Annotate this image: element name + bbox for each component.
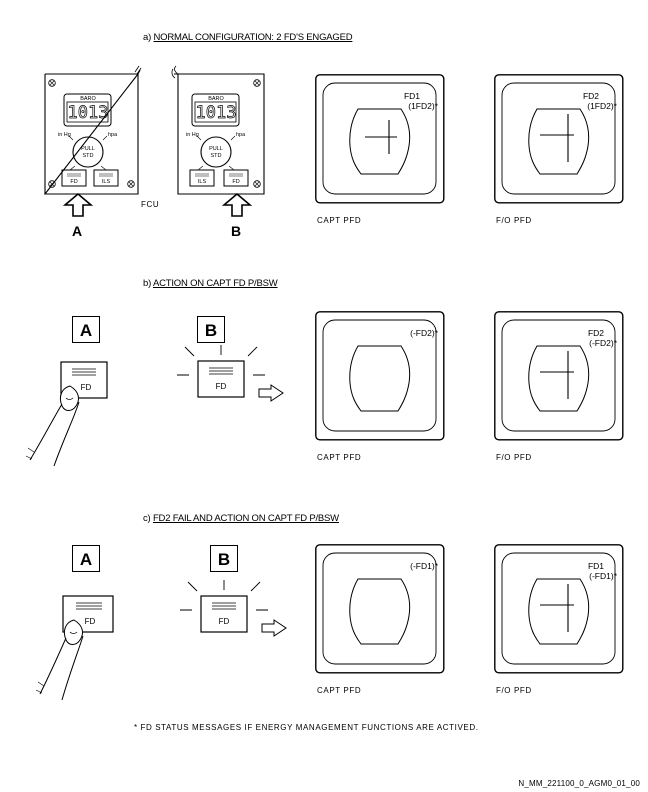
- fcu-right-btn2: FD: [232, 179, 239, 185]
- fcu-left-panel: BARO 1013 in Hg hpa PULL STD FD ILS: [43, 65, 142, 195]
- pushbutton-lit-b-b: FD: [177, 345, 284, 402]
- drawing-reference: N_MM_221100_0_AGM0_01_00: [518, 779, 640, 788]
- fcu-right-btn1: ILS: [198, 179, 207, 185]
- fcu-left-baro: BARO: [80, 96, 96, 102]
- fcu-right-pull: PULL: [209, 146, 223, 152]
- pfd-b-fo: [494, 311, 624, 441]
- pfd-a-fo-line2: (1FD2)*: [587, 101, 617, 111]
- fcu-right-inhg: in Hg: [186, 132, 199, 138]
- box-label-c-a: A: [72, 545, 100, 572]
- pfd-a-capt-caption: CAPT PFD: [317, 216, 362, 225]
- section-a-heading: a) NORMAL CONFIGURATION: 2 FD'S ENGAGED: [143, 32, 353, 43]
- pushbutton-lit-c-b: FD: [180, 580, 287, 637]
- pfd-a-capt-line1: FD1: [403, 91, 420, 101]
- box-label-b-b: B: [197, 316, 225, 343]
- pushbutton-pressed-c-a: FD: [35, 595, 114, 701]
- fcu-left-btn1: FD: [70, 179, 77, 185]
- section-c-title: FD2 FAIL AND ACTION ON CAPT FD P/BSW: [152, 513, 339, 524]
- box-label-b-a: A: [72, 316, 100, 343]
- section-a-prefix: a): [143, 32, 154, 43]
- box-letter-c-a: A: [79, 550, 93, 569]
- section-c-heading: c) FD2 FAIL AND ACTION ON CAPT FD P/BSW: [143, 514, 339, 524]
- fcu-left-hpa: hpa: [108, 132, 118, 138]
- pfd-c-fo: [494, 544, 624, 674]
- footnote: * FD STATUS MESSAGES IF ENERGY MANAGEMEN…: [134, 723, 479, 732]
- pfd-b-fo-line1: FD2: [587, 328, 604, 338]
- pfd-a-fo: [494, 74, 624, 204]
- fcu-left-std: STD: [83, 153, 94, 159]
- section-c-prefix: c): [143, 513, 153, 524]
- pfd-c-fo-line2: (-FD1)*: [589, 571, 617, 581]
- fcu-left-digits: 1013: [68, 103, 109, 123]
- pfd-c-capt-line2: (-FD1)*: [410, 561, 438, 571]
- arrow-up-icon-a: [62, 192, 94, 217]
- fcu-left-inhg: in Hg: [58, 132, 71, 138]
- pfd-a-capt-line2: (1FD2)*: [408, 101, 438, 111]
- fcu-right-digits: 1013: [196, 103, 237, 123]
- section-b-title: ACTION ON CAPT FD P/BSW: [152, 278, 278, 289]
- pb-c-a-label: FD: [85, 617, 96, 626]
- section-b-prefix: b): [143, 278, 153, 289]
- pfd-a-capt: [315, 74, 445, 204]
- fcu-right-hpa: hpa: [236, 132, 246, 138]
- section-a-title: NORMAL CONFIGURATION: 2 FD'S ENGAGED: [153, 32, 353, 43]
- pb-c-b-label: FD: [219, 617, 230, 626]
- pfd-c-fo-caption: F/O PFD: [496, 686, 532, 695]
- box-letter-c-b: B: [217, 550, 231, 569]
- fcu-right-panel: BARO 1013 in Hg hpa PULL STD ILS FD: [171, 65, 265, 195]
- pfd-a-fo-line1: FD2: [582, 91, 599, 101]
- pfd-b-capt-caption: CAPT PFD: [317, 453, 362, 462]
- pfd-c-capt-caption: CAPT PFD: [317, 686, 362, 695]
- arrow-up-icon-b: [221, 192, 253, 217]
- pfd-c-capt: [315, 544, 445, 674]
- box-letter-b-b: B: [204, 321, 218, 340]
- pfd-a-fo-caption: F/O PFD: [496, 216, 532, 225]
- pb-b-b-label: FD: [216, 382, 227, 391]
- box-letter-b-a: A: [79, 321, 93, 340]
- pfd-b-capt: [315, 311, 445, 441]
- pfd-c-fo-line1: FD1: [587, 561, 604, 571]
- fcu-label: FCU: [141, 200, 160, 209]
- pb-b-a-label: FD: [81, 383, 92, 392]
- fcu-left-pull: PULL: [81, 146, 95, 152]
- fcu-label-a: A: [72, 223, 83, 239]
- pushbutton-pressed-b-a: FD: [25, 361, 108, 467]
- section-b-heading: b) ACTION ON CAPT FD P/BSW: [143, 279, 278, 289]
- fcu-label-b: B: [231, 223, 242, 239]
- fcu-right-baro: BARO: [208, 96, 224, 102]
- fcu-left-btn2: ILS: [102, 179, 111, 185]
- fcu-right-std: STD: [211, 153, 222, 159]
- pfd-b-fo-line2: (-FD2)*: [589, 338, 617, 348]
- pfd-b-capt-line2: (-FD2)*: [410, 328, 438, 338]
- pfd-b-fo-caption: F/O PFD: [496, 453, 532, 462]
- box-label-c-b: B: [210, 545, 238, 572]
